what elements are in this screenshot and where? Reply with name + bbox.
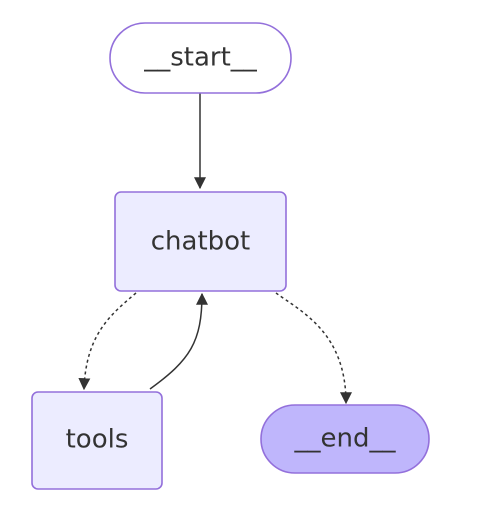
node-tools-label: tools (66, 425, 129, 455)
edge-tools-to-chatbot (149, 292, 208, 390)
edge-chatbot-to-tools (78, 292, 137, 391)
edges (78, 93, 352, 405)
node-tools-shape (31, 391, 163, 490)
edge-chatbot-to-end (275, 292, 352, 405)
node-tools[interactable]: tools (31, 391, 163, 490)
node-start-label: __start__ (143, 43, 258, 73)
node-start-shape (109, 22, 292, 94)
node-start[interactable]: __start__ (109, 22, 292, 94)
node-end-label: __end__ (294, 424, 397, 454)
node-chatbot[interactable]: chatbot (114, 191, 287, 292)
node-end-shape (260, 404, 430, 474)
node-chatbot-shape (114, 191, 287, 292)
node-chatbot-label: chatbot (151, 227, 251, 257)
node-end[interactable]: __end__ (260, 404, 430, 474)
